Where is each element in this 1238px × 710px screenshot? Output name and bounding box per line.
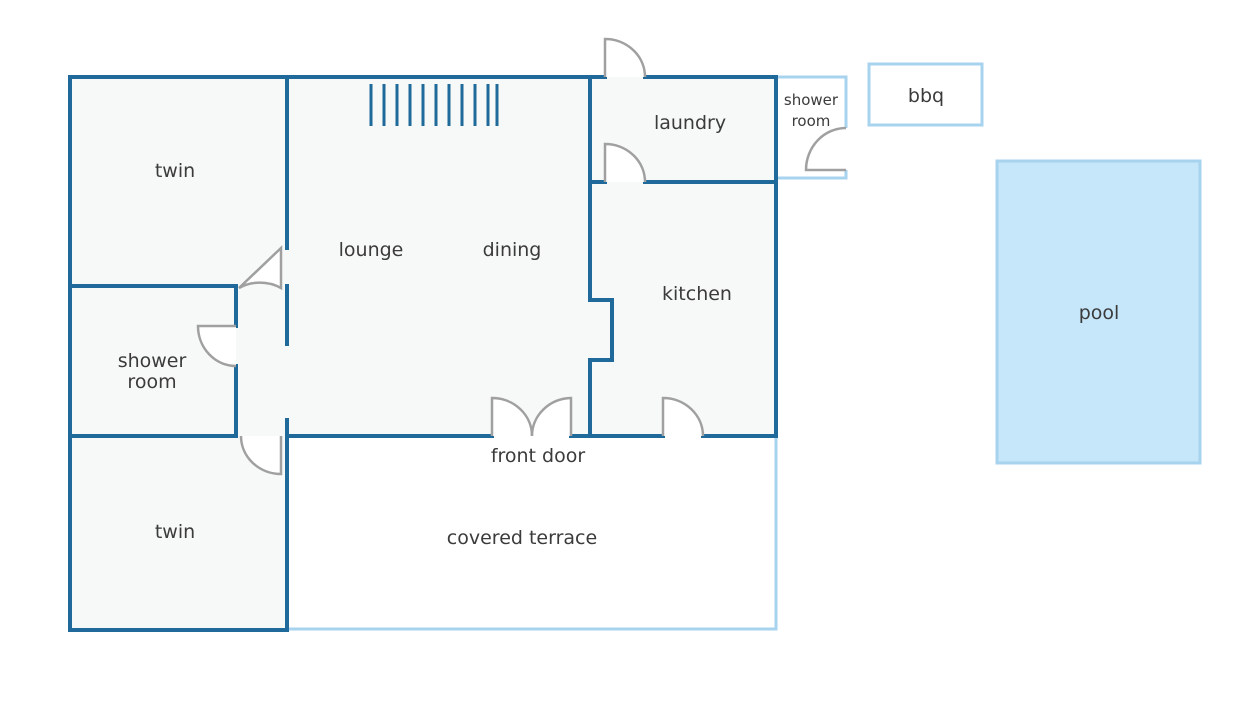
label-kitchen: kitchen — [662, 283, 732, 305]
front-door-left-leaf — [490, 396, 534, 437]
twin-bottom-door — [239, 435, 283, 476]
kitchen-exterior-door — [661, 396, 705, 437]
stairs-marker — [369, 84, 499, 126]
walls — [68, 75, 778, 632]
label-laundry: laundry — [654, 112, 726, 134]
shower-room-door — [196, 324, 237, 368]
doors — [196, 37, 847, 476]
label-shower-room-left-2: room — [127, 371, 176, 393]
label-bbq: bbq — [908, 85, 944, 107]
wall-dining-kitchen — [588, 75, 614, 438]
label-shower-room-outdoor-1: shower — [784, 91, 839, 109]
laundry-exterior-door — [603, 37, 647, 78]
label-covered-terrace: covered terrace — [447, 527, 597, 549]
laundry-kitchen-door — [603, 142, 647, 183]
covered-terrace-fill — [287, 436, 776, 630]
label-dining: dining — [483, 239, 542, 261]
room-fills — [70, 77, 776, 630]
room-labels: twin shower room twin lounge dining laun… — [118, 85, 1120, 549]
label-pool: pool — [1079, 302, 1120, 324]
outdoor-shower-room-outline — [778, 75, 848, 180]
house-interior-fill — [70, 77, 776, 436]
twin-top-door — [238, 245, 283, 291]
covered-terrace-outline — [287, 436, 778, 631]
outdoor-outlines — [287, 62, 1202, 631]
twin-bottom-fill — [70, 436, 287, 630]
outdoor-shower-door — [804, 126, 847, 172]
bbq-outline — [867, 62, 984, 127]
label-shower-room-outdoor-2: room — [792, 112, 831, 130]
label-twin-bottom: twin — [155, 521, 195, 543]
label-twin-top: twin — [155, 160, 195, 182]
label-lounge: lounge — [339, 239, 404, 261]
pool-shape — [995, 159, 1202, 465]
label-front-door: front door — [491, 445, 586, 467]
label-shower-room-left-1: shower — [118, 350, 187, 372]
front-door-right-leaf — [530, 396, 573, 437]
